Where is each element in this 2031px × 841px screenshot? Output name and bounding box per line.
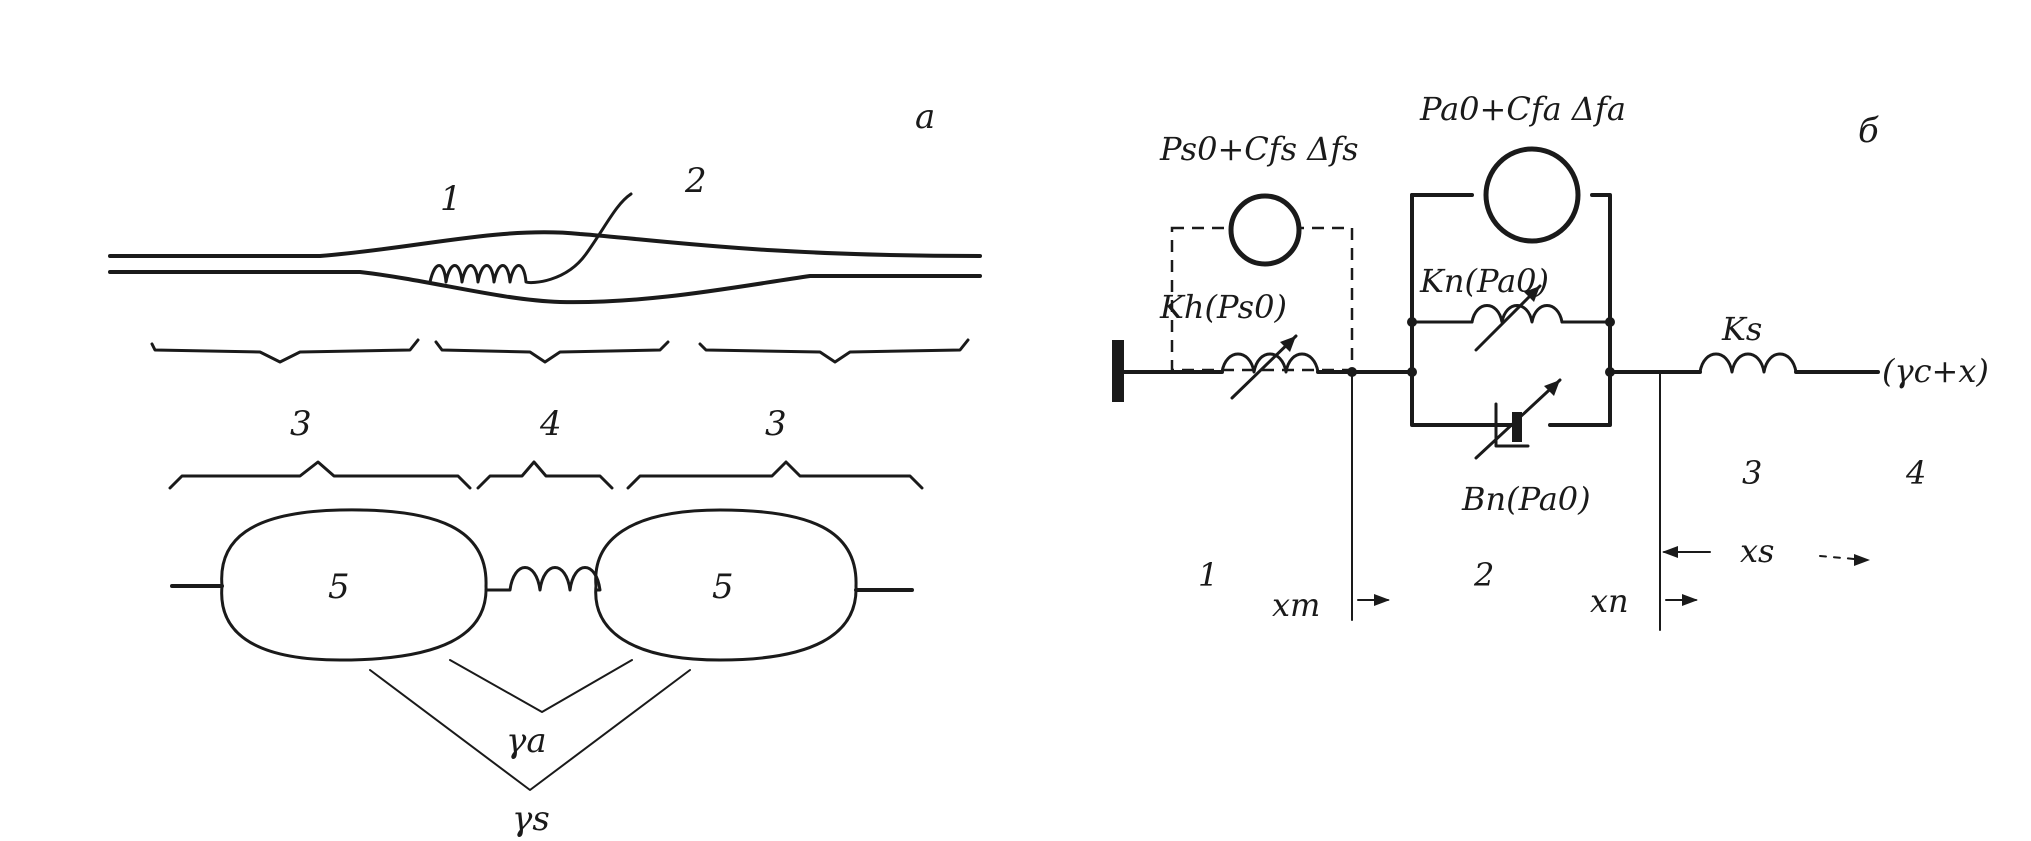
x-m-label: xm <box>1272 586 1320 624</box>
gamma-a-label: γa <box>506 721 547 761</box>
source-a-circle <box>1483 146 1581 244</box>
bracket-upper-left <box>150 338 420 364</box>
label-5-left: 5 <box>328 567 350 607</box>
k-n-label: Kn(Pa0) <box>1419 262 1549 300</box>
source-s-circle <box>1228 193 1302 267</box>
node-kn-right <box>1605 317 1615 327</box>
spring-kh-arrowhead <box>1280 336 1296 352</box>
label-5-right: 5 <box>712 567 734 607</box>
damper-piston <box>1512 412 1522 442</box>
k-h-label: Kh(Ps0) <box>1159 288 1287 326</box>
region-2-label: 2 <box>1473 556 1494 594</box>
node-kn-left <box>1407 317 1417 327</box>
bracket-lower-right <box>626 460 924 490</box>
ground-terminal <box>1112 340 1124 402</box>
tissue-top-line <box>108 230 982 258</box>
b-n-label: Bn(Pa0) <box>1461 480 1591 518</box>
damper-arrowhead <box>1544 380 1560 396</box>
spring-kn-arrowhead <box>1524 286 1540 302</box>
x-n-arrowhead <box>1682 594 1698 606</box>
x-n-label: xn <box>1590 582 1629 620</box>
damper-arrow <box>1474 378 1562 460</box>
terminal-label: (γc+x) <box>1882 352 1989 390</box>
region-1-label: 1 <box>1198 556 1218 594</box>
bracket-lower-middle <box>476 460 614 490</box>
panel-b: б Ps0+Cfs Δfs Kh(Ps0) Pa0+Cfa Δfa <box>1112 90 1989 631</box>
label-3-left: 3 <box>290 404 312 444</box>
mass-right <box>594 508 858 662</box>
label-1: 1 <box>440 179 462 219</box>
damper-cup <box>1494 402 1530 448</box>
network-left-rail <box>1410 193 1514 427</box>
tissue-bottom-line <box>108 270 982 305</box>
bracket-upper-right <box>698 338 970 364</box>
x-s-arrowhead-right <box>1854 554 1870 566</box>
gamma-s-label: γs <box>512 799 550 839</box>
bracket-lower-left <box>168 460 472 490</box>
x-s-label: xs <box>1740 532 1774 570</box>
x-m-arrowhead <box>1374 594 1390 606</box>
panel-a: a 1 2 3 4 3 5 5 γa γs <box>108 97 982 839</box>
label-4: 4 <box>539 404 562 444</box>
spring-ks <box>1698 352 1798 374</box>
panel-a-label: a <box>915 97 935 137</box>
gamma-s-lines <box>369 669 691 791</box>
source-a-label: Pa0+Cfa Δfa <box>1419 90 1626 128</box>
region-3-label: 3 <box>1742 454 1762 492</box>
x-s-arrowhead-left <box>1662 546 1678 558</box>
spring-kn <box>1470 304 1564 324</box>
spring-kh <box>1220 352 1320 374</box>
bracket-upper-middle <box>434 340 670 364</box>
region-4-label: 4 <box>1905 454 1926 492</box>
network-right-rail <box>1548 193 1612 427</box>
gamma-a-lines <box>449 659 633 713</box>
connector-spring <box>484 566 602 592</box>
source-s-label: Ps0+Cfs Δfs <box>1159 130 1359 168</box>
label-3-right: 3 <box>765 404 787 444</box>
label-2: 2 <box>684 161 707 201</box>
spring-coil <box>428 192 633 284</box>
mass-left <box>220 508 488 662</box>
panel-b-label: б <box>1858 111 1879 151</box>
k-s-label: Ks <box>1721 310 1762 348</box>
